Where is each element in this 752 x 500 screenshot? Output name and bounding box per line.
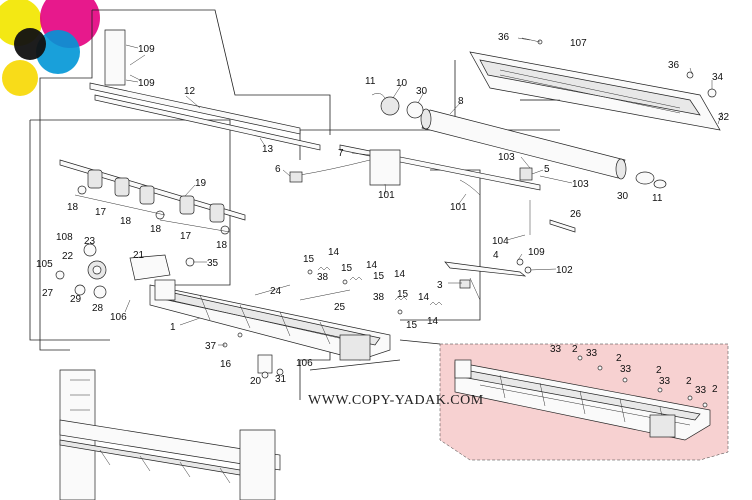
- callout-1: 1: [170, 322, 176, 333]
- callout-107: 107: [570, 38, 587, 49]
- callout-14: 14: [394, 269, 406, 280]
- callout-2: 2: [686, 376, 692, 387]
- roller-shaft-group: [59, 159, 246, 235]
- callout-16: 16: [220, 359, 232, 370]
- callout-105: 105: [36, 259, 53, 270]
- spring-group: [307, 266, 443, 315]
- callout-2: 2: [712, 384, 718, 395]
- callout-4: 4: [493, 250, 499, 261]
- callout-103: 103: [572, 179, 589, 190]
- callout-109: 109: [528, 247, 545, 258]
- callout-21: 21: [133, 250, 145, 261]
- callout-101: 101: [378, 190, 395, 201]
- callout-13: 13: [262, 144, 274, 155]
- callout-3: 3: [437, 280, 443, 291]
- callout-33: 33: [695, 385, 707, 396]
- callout-10: 10: [396, 78, 408, 89]
- callout-19: 19: [195, 178, 207, 189]
- callout-25: 25: [334, 302, 346, 313]
- lever-assembly-4: [444, 200, 576, 301]
- callout-8: 8: [458, 96, 464, 107]
- callout-36: 36: [668, 60, 680, 71]
- callout-109: 109: [138, 78, 155, 89]
- callout-2: 2: [616, 353, 622, 364]
- callout-106: 106: [296, 358, 313, 369]
- callout-18: 18: [120, 216, 132, 227]
- callout-106: 106: [110, 312, 127, 323]
- callout-18: 18: [216, 240, 228, 251]
- leader-lines: [124, 37, 723, 346]
- callout-18: 18: [150, 224, 162, 235]
- callout-30: 30: [416, 86, 428, 97]
- callout-5: 5: [544, 164, 550, 175]
- callout-102: 102: [556, 265, 573, 276]
- callout-15: 15: [373, 271, 385, 282]
- callout-20: 20: [250, 376, 262, 387]
- callout-38: 38: [373, 292, 385, 303]
- callout-33: 33: [586, 348, 598, 359]
- callout-104: 104: [492, 236, 509, 247]
- watermark-text: WWW.COPY-YADAK.COM: [308, 393, 484, 408]
- callout-15: 15: [397, 289, 409, 300]
- callout-109: 109: [138, 44, 155, 55]
- detail-frame-assembly: [454, 355, 711, 441]
- callout-15: 15: [406, 320, 418, 331]
- callout-23: 23: [84, 236, 96, 247]
- callout-101: 101: [450, 202, 467, 213]
- fuser-roller-8: [371, 92, 667, 189]
- callout-2: 2: [656, 365, 662, 376]
- callout-33: 33: [550, 344, 562, 355]
- callout-38: 38: [317, 272, 329, 283]
- callout-29: 29: [70, 294, 82, 305]
- callout-35: 35: [207, 258, 219, 269]
- callout-27: 27: [42, 288, 54, 299]
- callout-22: 22: [62, 251, 74, 262]
- callout-37: 37: [205, 341, 217, 352]
- callout-14: 14: [328, 247, 340, 258]
- callout-33: 33: [659, 376, 671, 387]
- callout-7: 7: [338, 148, 344, 159]
- top-right-assembly-107: [469, 37, 721, 131]
- callout-6: 6: [275, 164, 281, 175]
- callout-103: 103: [498, 152, 515, 163]
- callout-17: 17: [180, 231, 192, 242]
- callout-12: 12: [184, 86, 196, 97]
- callout-33: 33: [620, 364, 632, 375]
- callout-30: 30: [617, 191, 629, 202]
- callout-36: 36: [498, 32, 510, 43]
- bottom-bracket-group: [237, 332, 284, 379]
- callout-32: 32: [718, 112, 730, 123]
- callout-17: 17: [95, 207, 107, 218]
- callout-18: 18: [67, 202, 79, 213]
- callout-14: 14: [418, 292, 430, 303]
- callout-14: 14: [366, 260, 378, 271]
- callout-31: 31: [275, 374, 287, 385]
- detail-panel-outline: [439, 343, 729, 461]
- callout-14: 14: [427, 316, 439, 327]
- lower-frame-assembly: [59, 369, 281, 500]
- callout-15: 15: [341, 263, 353, 274]
- callout-28: 28: [92, 303, 104, 314]
- callout-24: 24: [270, 286, 282, 297]
- callout-11: 11: [365, 76, 376, 87]
- callout-34: 34: [712, 72, 724, 83]
- callout-11: 11: [652, 193, 663, 204]
- callout-15: 15: [303, 254, 315, 265]
- gear-drive-group: [55, 243, 195, 299]
- main-frame-1: [149, 279, 391, 361]
- callout-26: 26: [570, 209, 582, 220]
- callout-2: 2: [572, 344, 578, 355]
- callout-labels: 109 109 12 13 11 10 30 8 36 107 36 34 32…: [36, 32, 730, 396]
- bracket-7-assembly: [289, 144, 541, 196]
- callout-108: 108: [56, 232, 73, 243]
- upper-rail-assembly: [89, 29, 321, 151]
- cmyk-circles-logo: [0, 0, 100, 96]
